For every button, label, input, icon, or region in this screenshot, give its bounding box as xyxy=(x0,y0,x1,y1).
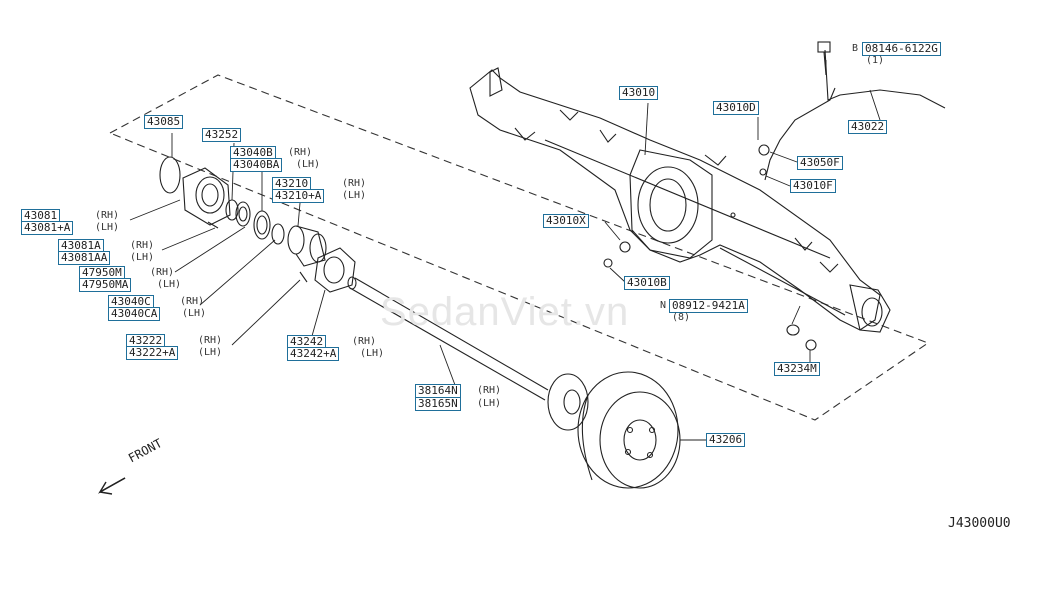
side-lh: (LH) xyxy=(198,347,223,358)
watermark: SedanViet.vn xyxy=(380,290,630,334)
part-43242A[interactable]: 43242+A xyxy=(287,347,340,361)
part-43210A[interactable]: 43210+A xyxy=(272,189,325,203)
side-lh: (LH) xyxy=(296,159,321,170)
part-43234M[interactable]: 43234M xyxy=(774,362,820,376)
front-arrow-icon xyxy=(98,477,126,495)
side-rh: (RH) xyxy=(95,210,120,221)
bearing-retainer xyxy=(182,167,231,226)
part-43040CA[interactable]: 43040CA xyxy=(108,307,161,321)
part-43085[interactable]: 43085 xyxy=(144,115,184,129)
part-43010X[interactable]: 43010X xyxy=(543,214,589,228)
side-lh: (LH) xyxy=(477,398,502,409)
part-43010[interactable]: 43010 xyxy=(619,86,659,100)
assembly-frame xyxy=(108,74,930,421)
wheel-bearing xyxy=(287,225,327,267)
part-43206[interactable]: 43206 xyxy=(706,433,746,447)
part-43010B[interactable]: 43010B xyxy=(624,276,670,290)
side-rh: (RH) xyxy=(477,385,502,396)
side-rh: (RH) xyxy=(198,335,223,346)
part-43081AA[interactable]: 43081AA xyxy=(58,251,111,265)
o-ring-43085 xyxy=(159,156,181,194)
quantity-label: (8) xyxy=(672,312,691,323)
side-rh: (RH) xyxy=(342,178,367,189)
side-rh: (RH) xyxy=(352,336,377,347)
side-rh: (RH) xyxy=(150,267,175,278)
part-43040C[interactable]: 43040C xyxy=(108,295,154,309)
part-43010F[interactable]: 43010F xyxy=(790,179,836,193)
part-08912-9421A[interactable]: 08912-9421A xyxy=(669,299,748,313)
part-43040BA[interactable]: 43040BA xyxy=(230,158,283,172)
side-rh: (RH) xyxy=(180,296,205,307)
axle-housing xyxy=(469,67,891,333)
bearing-plate xyxy=(314,247,356,293)
nut-prefix: N xyxy=(660,300,667,311)
side-lh: (LH) xyxy=(360,348,385,359)
part-43222A[interactable]: 43222+A xyxy=(126,346,179,360)
diagram-code: J43000U0 xyxy=(948,516,1011,531)
side-lh: (LH) xyxy=(95,222,120,233)
part-38164N[interactable]: 38164N xyxy=(415,384,461,398)
axle-shaft xyxy=(347,276,589,431)
side-lh: (LH) xyxy=(157,279,182,290)
part-43210[interactable]: 43210 xyxy=(272,177,312,191)
side-lh: (LH) xyxy=(130,252,155,263)
brake-drum xyxy=(577,371,681,489)
side-lh: (LH) xyxy=(182,308,207,319)
bolt-prefix: B xyxy=(852,43,859,54)
part-43010D[interactable]: 43010D xyxy=(713,101,759,115)
quantity-label: (1) xyxy=(866,55,885,66)
brake-tube xyxy=(824,49,946,109)
part-43022[interactable]: 43022 xyxy=(848,120,888,134)
side-rh: (RH) xyxy=(130,240,155,251)
part-43252[interactable]: 43252 xyxy=(202,128,242,142)
part-08146-6122G[interactable]: 08146-6122G xyxy=(862,42,941,56)
side-rh: (RH) xyxy=(288,147,313,158)
part-43222[interactable]: 43222 xyxy=(126,334,166,348)
part-38165N[interactable]: 38165N xyxy=(415,397,461,411)
side-lh: (LH) xyxy=(342,190,367,201)
part-43081A-lh[interactable]: 43081+A xyxy=(21,221,74,235)
leader-lines xyxy=(129,60,881,441)
part-43242[interactable]: 43242 xyxy=(287,335,327,349)
part-47950MA[interactable]: 47950MA xyxy=(79,278,132,292)
part-43050F[interactable]: 43050F xyxy=(797,156,843,170)
